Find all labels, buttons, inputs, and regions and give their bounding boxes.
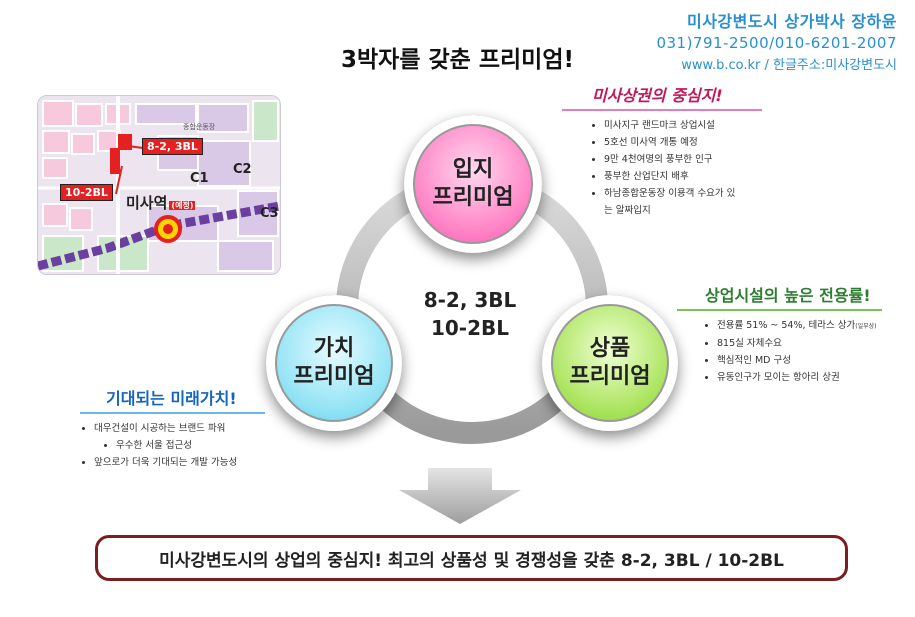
map-block-a: 8-2, 3BL [142, 138, 203, 155]
value-circle-line1: 가치 [313, 336, 355, 361]
product-note: (일부상) [855, 323, 877, 330]
summary-banner: 미사강변도시의 상업의 중심지! 최고의 상품성 및 경쟁성을 갖춘 8-2, … [95, 535, 848, 581]
map-station-name: 미사역 [126, 194, 168, 212]
map-block-b: 10-2BL [60, 184, 113, 201]
map-park-label: 종합운동장 [183, 123, 216, 131]
agent-name: 미사강변도시 상가박사 장하윤 [686, 12, 897, 31]
location-title: 미사상권의 중심지! [592, 86, 723, 105]
contact-header: 미사강변도시 상가박사 장하윤 031)791-2500/010-6201-20… [656, 8, 897, 73]
list-item: 9만 4천여명의 풍부한 인구 [604, 151, 792, 168]
location-section: 미사상권의 중심지! 미사지구 랜드마크 상업시설 5호선 미사역 개통 예정 … [562, 82, 792, 219]
product-circle-line1: 상품 [589, 336, 631, 361]
value-title: 기대되는 미래가치! [106, 389, 237, 408]
location-divider [562, 109, 762, 111]
map-station-label: 미사역(예정) [126, 192, 196, 213]
list-item: 앞으로가 더욱 기대되는 개발 가능성 [94, 454, 280, 471]
location-list: 미사지구 랜드마크 상업시설 5호선 미사역 개통 예정 9만 4천여명의 풍부… [592, 117, 792, 219]
list-item: 핵심적인 MD 구성 [717, 352, 905, 369]
center-line2: 10-2BL [430, 316, 510, 340]
list-item: 유동인구가 모이는 항아리 상권 [717, 369, 905, 386]
down-arrow-icon [399, 468, 521, 524]
list-item: 풍부한 산업단지 배후 [604, 168, 792, 185]
product-item-text: 전용률 51% ~ 54%, 테라스 상가 [717, 320, 856, 331]
site-map: 종합운동장 8-2, 3BL 10-2BL 미사역(예정) C1 C2 C3 [37, 95, 281, 275]
location-circle-line1: 입지 [452, 157, 494, 182]
center-blocks: 8-2, 3BL 10-2BL [395, 286, 545, 342]
page-title: 3박자를 갖춘 프리미엄! [341, 47, 574, 73]
agent-phones: 031)791-2500/010-6201-2007 [656, 34, 897, 52]
value-section: 기대되는 미래가치! 대우건설이 시공하는 브랜드 파워 우수한 서울 접근성 … [80, 385, 280, 471]
list-item: 하남종합운동장 이용객 수요가 있는 알짜입지 [604, 185, 739, 219]
list-item: 전용률 51% ~ 54%, 테라스 상가(일부상) [717, 317, 905, 335]
value-divider [80, 412, 265, 414]
list-item: 5호선 미사역 개통 예정 [604, 134, 792, 151]
list-item: 미사지구 랜드마크 상업시설 [604, 117, 792, 134]
map-c2: C2 [233, 162, 252, 177]
list-item: 우수한 서울 접근성 [116, 437, 280, 454]
product-divider [677, 309, 882, 311]
product-section: 상업시설의 높은 전용률! 전용률 51% ~ 54%, 테라스 상가(일부상)… [677, 282, 905, 386]
product-title: 상업시설의 높은 전용률! [705, 286, 871, 305]
map-station-note: (예정) [169, 201, 196, 210]
location-circle-line2: 프리미엄 [432, 185, 514, 210]
value-list: 대우건설이 시공하는 브랜드 파워 우수한 서울 접근성 앞으로가 더욱 기대되… [80, 420, 280, 471]
product-circle-line2: 프리미엄 [569, 364, 651, 389]
list-item: 815실 자체수요 [717, 335, 905, 352]
center-line1: 8-2, 3BL [423, 288, 517, 312]
map-c1: C1 [190, 171, 209, 186]
map-c3: C3 [260, 206, 279, 221]
list-item: 대우건설이 시공하는 브랜드 파워 [94, 420, 280, 437]
value-circle-line2: 프리미엄 [293, 364, 375, 389]
product-list: 전용률 51% ~ 54%, 테라스 상가(일부상) 815실 자체수요 핵심적… [705, 317, 905, 386]
agent-web: www.b.co.kr / 한글주소:미사강변도시 [681, 58, 897, 73]
